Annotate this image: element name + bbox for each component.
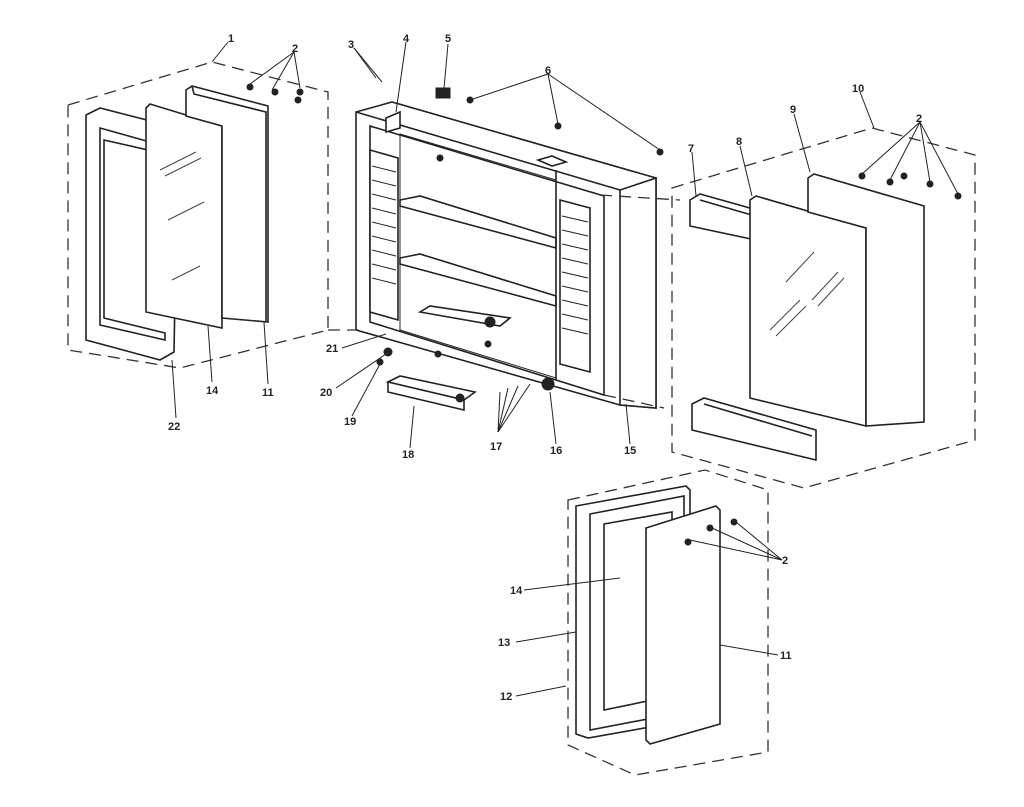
back-panel-11 <box>185 85 269 323</box>
callout-6: 6 <box>545 65 551 77</box>
right-assembly-boundary <box>671 127 976 489</box>
glass-reflection <box>817 277 845 307</box>
glass-reflection <box>769 299 801 331</box>
shelf-support-right <box>559 198 591 374</box>
rail-18-face <box>387 380 465 412</box>
callout-7: 7 <box>688 143 694 155</box>
cabinet-side <box>619 176 657 409</box>
callout-1: 1 <box>228 33 234 45</box>
screw-2 <box>684 538 692 546</box>
shelf-support-left <box>369 148 399 322</box>
callout-19: 19 <box>344 416 356 428</box>
bottom-rail <box>691 397 817 462</box>
top-bracket <box>535 155 569 167</box>
screw <box>484 340 492 348</box>
cabinet-body <box>328 87 681 412</box>
callout-21: 21 <box>326 343 338 355</box>
rail-end <box>455 393 465 403</box>
callout-5: 5 <box>445 33 451 45</box>
glass-reflection <box>811 271 839 301</box>
callout-12: 12 <box>500 691 512 703</box>
screw-6 <box>656 148 664 156</box>
lower-assembly-boundary <box>567 469 769 776</box>
mirror-14 <box>145 103 223 329</box>
callout-16: 16 <box>550 445 562 457</box>
callout-2: 2 <box>292 43 298 55</box>
glass-reflection <box>785 251 815 283</box>
lower-door-assembly <box>567 469 769 776</box>
back-panel-11-lower <box>645 505 721 745</box>
glass-reflection <box>164 157 202 177</box>
mirror-8 <box>749 195 867 428</box>
callout-15: 15 <box>624 445 636 457</box>
callout-3: 3 <box>348 39 354 51</box>
callout-18: 18 <box>402 449 414 461</box>
glass-reflection <box>159 151 197 171</box>
callout-labels: 1 2 3 4 5 6 7 8 9 10 2 14 11 22 21 20 19… <box>168 33 922 703</box>
callout-14: 14 <box>206 385 219 397</box>
right-door-assembly <box>671 127 976 489</box>
callout-10: 10 <box>852 83 864 95</box>
callout-20: 20 <box>320 387 332 399</box>
extension-line <box>603 394 665 409</box>
callout-14: 14 <box>510 585 523 597</box>
glass-reflection <box>167 201 205 221</box>
leader-lines <box>171 41 959 697</box>
callout-9: 9 <box>790 104 796 116</box>
glass-reflection <box>775 305 807 337</box>
left-door-assembly <box>67 61 329 369</box>
callout-11: 11 <box>780 650 792 662</box>
catch-16 <box>541 377 555 391</box>
callout-17: 17 <box>490 441 502 453</box>
screw <box>436 154 444 162</box>
clip-4 <box>385 110 401 134</box>
back-panel-edge <box>191 85 267 322</box>
callout-13: 13 <box>498 637 510 649</box>
screw-2 <box>730 518 738 526</box>
callout-22: 22 <box>168 421 180 433</box>
extension-line <box>599 194 681 201</box>
callout-4: 4 <box>403 33 410 45</box>
callout-2: 2 <box>916 113 922 125</box>
back-panel-9 <box>807 173 925 427</box>
callout-8: 8 <box>736 136 742 148</box>
screws-2-right <box>858 172 962 200</box>
part-5 <box>435 87 451 99</box>
roller <box>484 316 496 328</box>
screw <box>434 350 442 358</box>
rail-edge <box>703 403 813 437</box>
callout-2: 2 <box>782 555 788 567</box>
callout-11: 11 <box>262 387 274 399</box>
glass-reflection <box>171 265 201 281</box>
screws-2 <box>246 83 304 104</box>
